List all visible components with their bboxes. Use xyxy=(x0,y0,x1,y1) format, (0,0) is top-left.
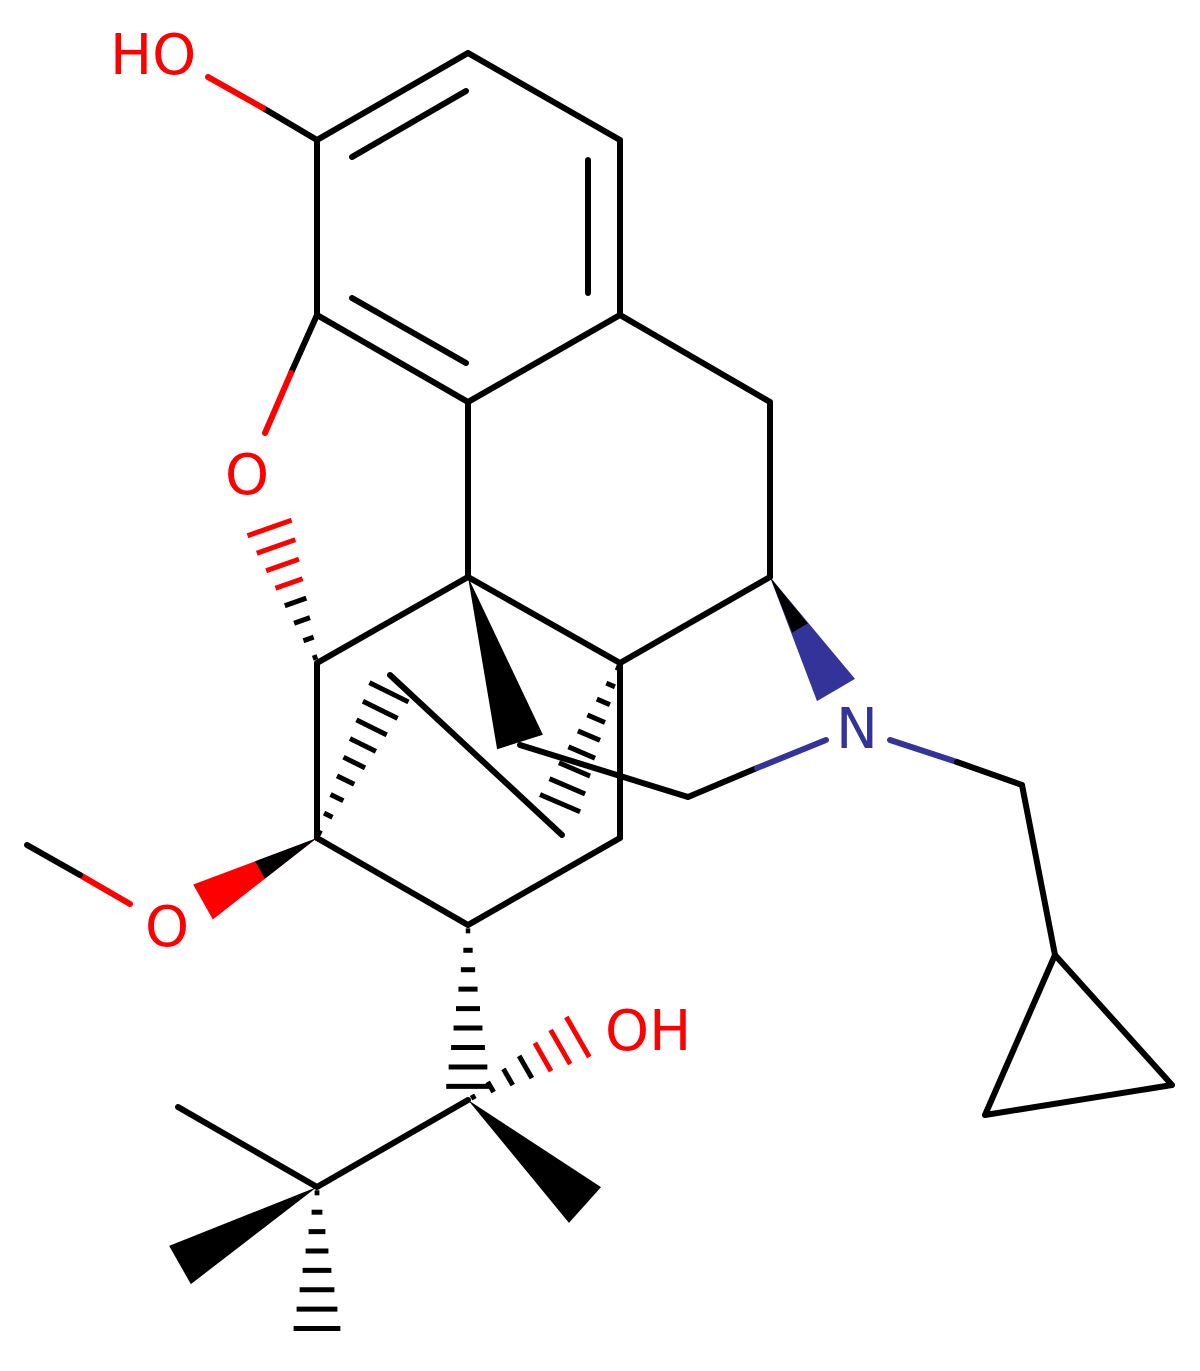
hashed-bond-tbutyl-methyl xyxy=(293,1190,341,1331)
hash-line xyxy=(368,680,410,705)
atom-label-phenol-oh: HO xyxy=(110,23,196,88)
hash-line xyxy=(567,744,596,761)
hash-line xyxy=(501,1067,515,1087)
hash-line xyxy=(342,754,367,771)
atom-label-amine-n: N xyxy=(836,697,878,762)
bonds xyxy=(24,50,1175,1190)
hashed-bond-bridge-right xyxy=(539,664,621,815)
hash-line xyxy=(595,696,611,707)
bond xyxy=(314,835,471,928)
hash-line xyxy=(322,810,334,820)
bond xyxy=(617,574,773,666)
hash-line xyxy=(316,829,323,836)
bond xyxy=(205,74,266,111)
atom-label-alcohol-oh: OH xyxy=(605,999,691,1064)
bond xyxy=(314,50,471,143)
wedge-bonds xyxy=(169,517,855,1331)
bond xyxy=(288,312,320,376)
bond xyxy=(77,872,133,907)
bond xyxy=(617,312,773,405)
hash-line xyxy=(293,615,311,626)
wedge-bond-bridge xyxy=(468,577,543,750)
bond xyxy=(954,759,1025,788)
hash-line xyxy=(361,699,399,721)
hash-line xyxy=(355,717,388,738)
hashed-bond-to-oh xyxy=(469,1015,592,1101)
bond xyxy=(314,1097,471,1190)
hash-line xyxy=(605,680,616,690)
bond xyxy=(1019,782,1058,958)
hash-line xyxy=(274,576,304,591)
hashed-bond-down xyxy=(446,928,490,1089)
hash-line xyxy=(532,1041,554,1073)
atom-label-ether-o: O xyxy=(225,443,269,508)
hash-line xyxy=(335,773,356,787)
hash-line xyxy=(548,1028,573,1066)
bond xyxy=(517,742,691,800)
bond xyxy=(314,574,471,666)
bond xyxy=(465,50,623,143)
bond xyxy=(465,835,623,928)
hash-line xyxy=(246,517,293,539)
wedge-bond-to-n-dark xyxy=(770,577,808,633)
bond xyxy=(349,295,469,366)
bond xyxy=(982,952,1058,1118)
hash-line xyxy=(614,664,621,672)
bond xyxy=(465,312,623,405)
hash-line xyxy=(255,537,297,556)
bond xyxy=(262,370,294,436)
bond xyxy=(1052,952,1175,1088)
bond xyxy=(175,1104,320,1190)
hash-line xyxy=(302,634,315,644)
hash-line xyxy=(348,736,378,754)
bond xyxy=(260,105,320,143)
bond xyxy=(754,737,829,771)
bond xyxy=(349,88,469,160)
bond xyxy=(24,842,83,878)
hash-line xyxy=(564,1015,592,1059)
bond xyxy=(887,737,960,765)
bond xyxy=(314,312,471,405)
bond xyxy=(465,574,623,666)
hashed-bond-to-ether-o xyxy=(246,517,319,661)
hash-line xyxy=(265,556,300,574)
hash-line xyxy=(548,776,587,797)
bond xyxy=(982,1082,1175,1118)
atom-label-methoxy-o: O xyxy=(145,895,189,960)
hash-line xyxy=(539,792,582,815)
hash-line xyxy=(576,728,601,743)
hash-line xyxy=(586,712,606,725)
hash-line xyxy=(516,1054,535,1080)
bond xyxy=(685,765,760,800)
hashed-bond-bridge-left xyxy=(316,680,410,836)
hash-line xyxy=(557,760,592,779)
hash-line xyxy=(283,595,308,609)
hash-line xyxy=(311,654,319,661)
bond xyxy=(387,672,565,838)
wedge-bond-methyl xyxy=(468,1100,602,1223)
wedge-bond-to-methoxy-dark xyxy=(255,838,317,879)
wedge-bond-tbutyl-methyl xyxy=(169,1187,317,1285)
hash-line xyxy=(469,1093,477,1101)
hash-line xyxy=(485,1080,496,1094)
hash-line xyxy=(329,792,345,804)
